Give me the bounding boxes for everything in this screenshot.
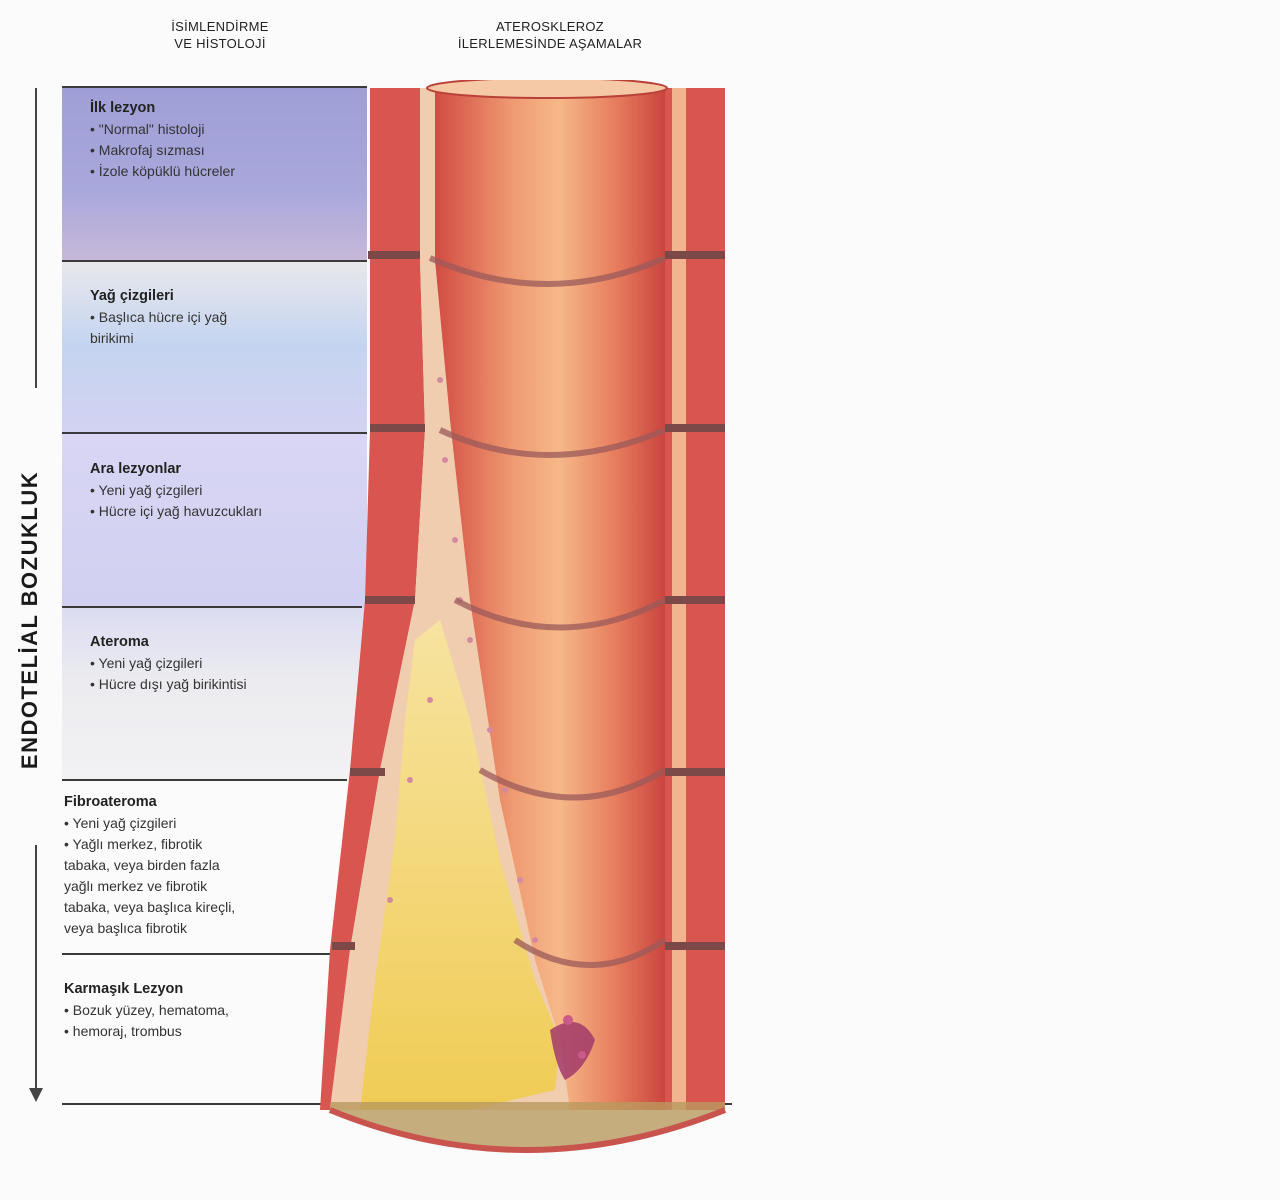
stage-item: • Hücre dışı yağ birikintisi xyxy=(90,674,247,695)
stage-title: Karmaşık Lezyon xyxy=(64,979,229,1000)
artery-bottom-opening xyxy=(330,1102,725,1150)
artery-top-opening xyxy=(427,80,667,98)
stage-divider xyxy=(62,953,332,955)
stage-title: İlk lezyon xyxy=(90,98,235,119)
arrow-shaft-top xyxy=(35,88,37,388)
stage-atheroma: Ateroma • Yeni yağ çizgileri • Hücre dış… xyxy=(90,632,247,695)
stage-item: • Hücre içi yağ havuzcukları xyxy=(90,501,262,522)
stage-item: • hemoraj, trombus xyxy=(64,1021,229,1042)
stage-item: • Bozuk yüzey, hematoma, xyxy=(64,1000,229,1021)
down-arrow-icon xyxy=(29,1088,43,1102)
stage-item: • İzole köpüklü hücreler xyxy=(90,161,235,182)
histology-column-header: İSİMLENDİRME VE HİSTOLOJİ xyxy=(120,18,320,52)
stages-column-header: ATEROSKLEROZ İLERLEMESİNDE AŞAMALAR xyxy=(400,18,700,52)
stage-title: Ateroma xyxy=(90,632,247,653)
stage-initial-lesion: İlk lezyon • "Normal" histoloji • Makrof… xyxy=(90,98,235,182)
stage-item: • Yağlı merkez, fibrotik tabaka, veya bi… xyxy=(64,834,235,939)
stage-item: • Yeni yağ çizgileri xyxy=(90,480,262,501)
stage-item: • Yeni yağ çizgileri xyxy=(90,653,247,674)
stage-title: Fibroateroma xyxy=(64,792,235,813)
artery-cross-section-illustration xyxy=(320,80,740,1180)
stage-complex-lesion: Karmaşık Lezyon • Bozuk yüzey, hematoma,… xyxy=(64,979,229,1042)
stage-intermediate-lesions: Ara lezyonlar • Yeni yağ çizgileri • Hüc… xyxy=(90,459,262,522)
stage-fatty-streaks: Yağ çizgileri • Başlıca hücre içi yağ bi… xyxy=(90,286,227,349)
stage-item: • Makrofaj sızması xyxy=(90,140,235,161)
stage-item: • "Normal" histoloji xyxy=(90,119,235,140)
stage-divider xyxy=(62,779,347,781)
stage-title: Ara lezyonlar xyxy=(90,459,262,480)
arrow-shaft-bottom xyxy=(35,845,37,1090)
stage-title: Yağ çizgileri xyxy=(90,286,227,307)
stage-item: • Başlıca hücre içi yağ birikimi xyxy=(90,307,227,349)
stage-divider xyxy=(62,606,362,608)
stage-fibroatheroma: Fibroateroma • Yeni yağ çizgileri • Yağl… xyxy=(64,792,235,939)
side-label-text: ENDOTELİAL BOZUKLUK xyxy=(17,471,43,769)
endothelial-dysfunction-label: ENDOTELİAL BOZUKLUK xyxy=(10,420,50,820)
stage-item: • Yeni yağ çizgileri xyxy=(64,813,235,834)
